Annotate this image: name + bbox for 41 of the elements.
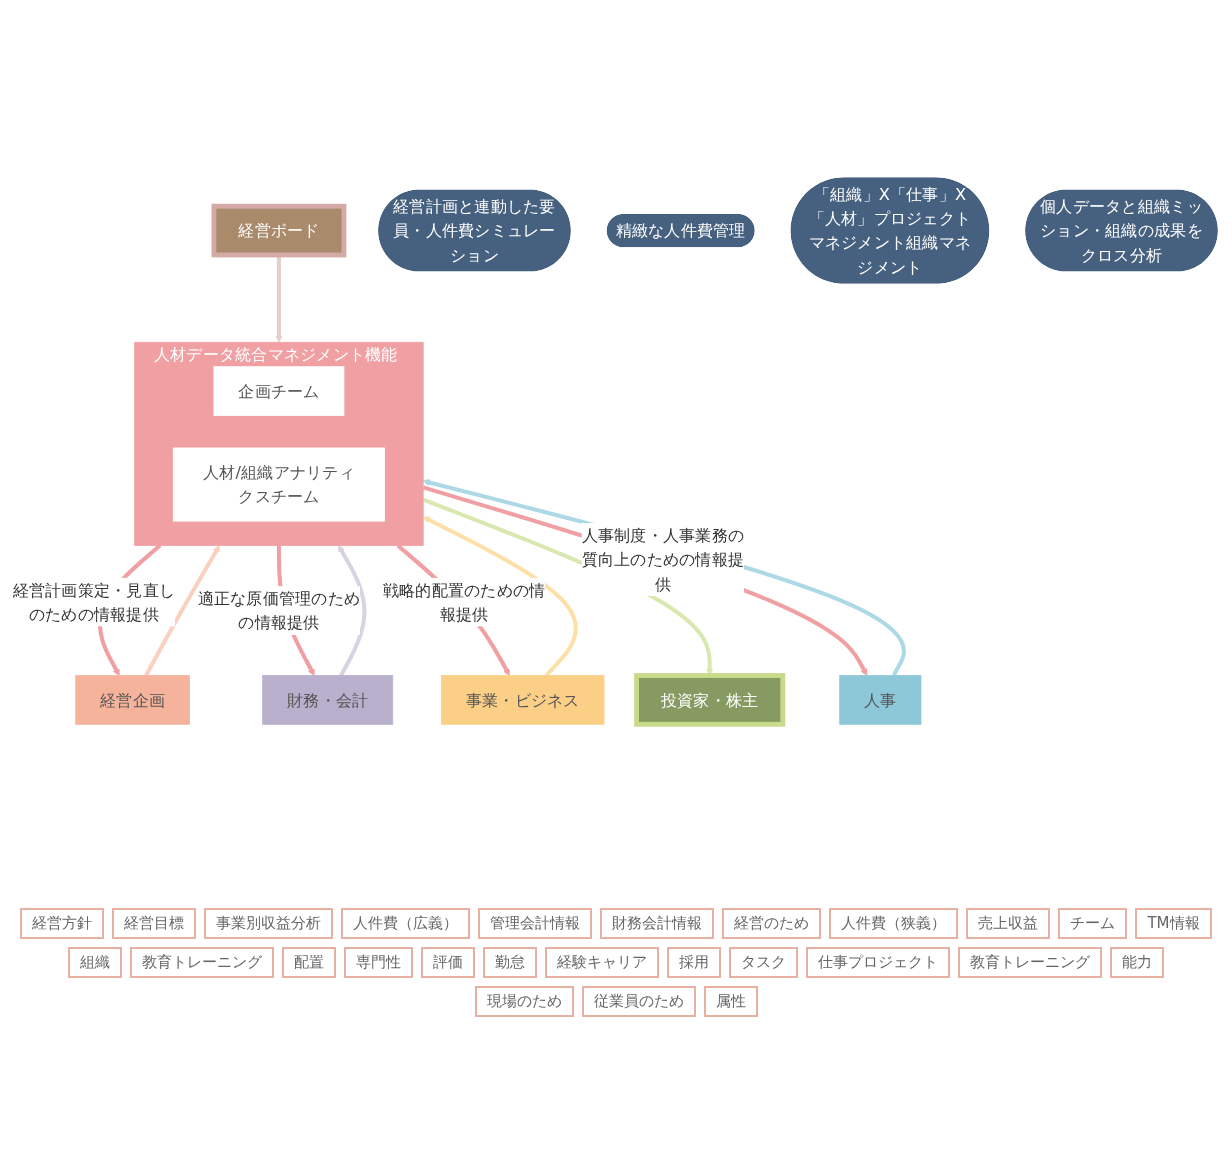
arrow	[144, 545, 220, 677]
tag-label: 現場のため	[474, 986, 574, 1017]
tag-label: 管理会計情報	[478, 908, 593, 939]
node-box: 事業・ビジネス	[441, 675, 605, 725]
node-box: 人材/組織アナリティクスチーム	[172, 447, 385, 522]
node-box: 人事	[839, 675, 922, 725]
node-box: 投資家・株主	[634, 673, 786, 727]
arrow	[422, 516, 578, 677]
edge-label: 戦略的配置のための情報提供	[382, 580, 546, 624]
tag-label: 経営方針	[20, 908, 105, 939]
tag-label: 採用	[667, 947, 721, 978]
node-box: 経営企画	[75, 675, 190, 725]
edge-label: 適正な原価管理のための情報提供	[197, 588, 361, 633]
tag-label: チーム	[1058, 908, 1128, 939]
edge-label: 人事制度・人事業務の質向上のための情報提供	[581, 525, 745, 594]
tag-label: 財務会計情報	[600, 908, 715, 939]
tag-label: 経営目標	[112, 908, 197, 939]
node-box: 経営ボード	[211, 203, 347, 258]
tag-label: TM情報	[1135, 908, 1212, 939]
tag-label: タスク	[729, 947, 798, 978]
tag-label: 評価	[421, 947, 475, 978]
tag-label: 経験キャリア	[545, 947, 659, 978]
tag-label: 配置	[282, 947, 336, 978]
tag-label: 能力	[1110, 947, 1164, 978]
tag-label: 勤怠	[483, 947, 537, 978]
tag-label: 仕事プロジェクト	[806, 947, 950, 978]
tag-label: 教育トレーニング	[958, 947, 1102, 978]
tag-label: 経営のため	[722, 908, 822, 939]
edge-label: 経営計画策定・見直しのための情報提供	[12, 580, 176, 624]
arrow	[338, 545, 367, 677]
tag-label: 教育トレーニング	[130, 947, 274, 978]
tag-label: 人件費（狭義）	[829, 908, 959, 939]
tag-label: 従業員のため	[581, 986, 696, 1017]
tag-label: 専門性	[344, 947, 413, 978]
node-box: 財務・会計	[262, 675, 394, 725]
node-box: 企画チーム	[213, 366, 345, 416]
tag-label: 人件費（広義）	[341, 908, 471, 939]
tag-label: 組織	[68, 947, 122, 978]
tag-label: 属性	[703, 986, 758, 1017]
tag-label: 事業別収益分析	[204, 908, 334, 939]
tag-label: 売上収益	[966, 908, 1051, 939]
